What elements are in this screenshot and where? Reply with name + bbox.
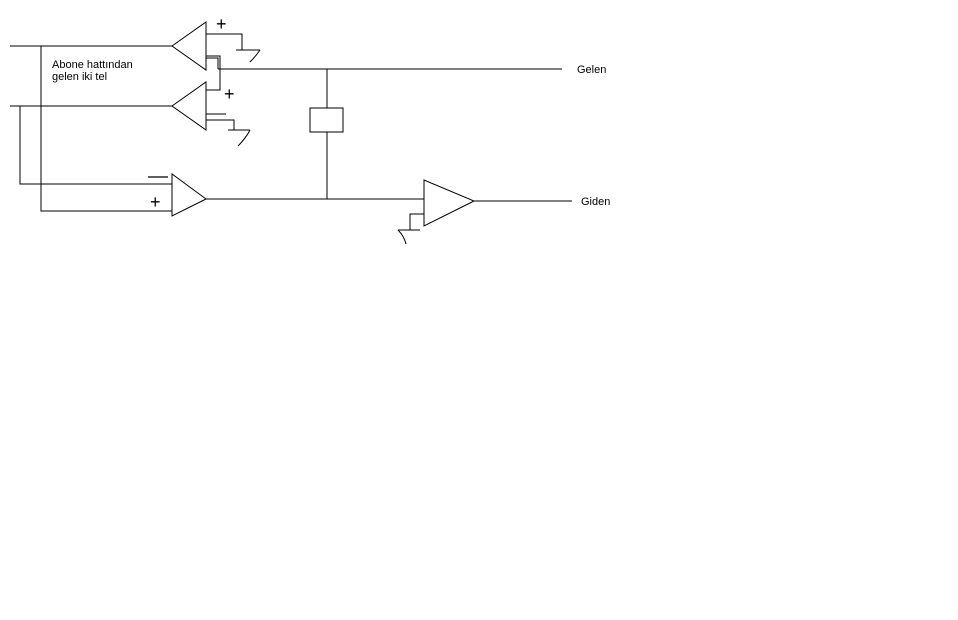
- amp2-plus-sign: +: [224, 84, 235, 104]
- amplifier-3-triangle: [171, 173, 207, 217]
- balance-impedance-box: [309, 107, 344, 133]
- outgoing-label: Giden: [581, 196, 610, 208]
- amplifier-4-triangle: [423, 179, 476, 227]
- amp1-minus-line: [206, 57, 219, 69]
- amp1-plus-sign: +: [216, 14, 227, 34]
- amp3-plus-sign: +: [150, 192, 161, 212]
- amp2-minus-line: [206, 55, 221, 91]
- amp4-ground-line: [409, 213, 424, 230]
- ground-2-icon: [228, 129, 251, 147]
- subscriber-wires: [10, 45, 172, 212]
- wire-b: [10, 105, 172, 185]
- ground-3-icon: [397, 229, 420, 245]
- incoming-label: Gelen: [577, 64, 606, 76]
- receive-amplifier-bottom: +: [171, 55, 251, 147]
- transmit-amplifier: +: [148, 173, 207, 217]
- wire-a: [10, 45, 172, 212]
- output-amplifier: [397, 179, 476, 245]
- source-label-line2: gelen iki tel: [52, 71, 107, 83]
- receive-amplifier-top: +: [171, 14, 261, 71]
- ground-1-icon: [236, 49, 261, 63]
- amp2-plus-line: [206, 113, 235, 130]
- source-label-line1: Abone hattından: [52, 59, 133, 71]
- amplifier-1-triangle: [171, 21, 207, 71]
- amp1-plus-line: [206, 33, 243, 50]
- amplifier-2-triangle: [171, 81, 207, 131]
